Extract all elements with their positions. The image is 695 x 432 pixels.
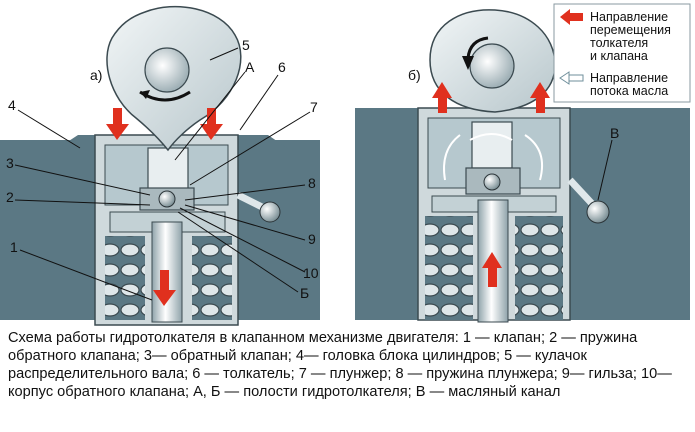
plunger-a — [147, 147, 189, 195]
label-V: В — [610, 125, 619, 141]
label-6: 6 — [278, 59, 286, 75]
rotation-arrow-b-head — [462, 56, 474, 70]
camshaft-hub-b — [469, 43, 515, 89]
label-10: 10 — [303, 265, 319, 281]
legend-oil-line-2: потока масла — [590, 84, 668, 98]
label-A: А — [245, 59, 255, 75]
label-9: 9 — [308, 231, 316, 247]
legend-motion-line-3: толкателя — [590, 36, 648, 50]
cylinder-head-a-top — [0, 135, 95, 320]
legend-oil-line-1: Направление — [590, 71, 668, 85]
legend-motion-line-4: и клапана — [590, 49, 648, 63]
view-b: б) В — [355, 9, 690, 323]
label-5: 5 — [242, 37, 250, 53]
figure-caption: Схема работы гидротолкателя в клапанном … — [8, 330, 672, 400]
oil-flow-arrows-b — [443, 133, 544, 181]
view-a-label: а) — [90, 67, 102, 83]
check-ball-a — [158, 190, 176, 208]
rotation-arrow-b — [466, 36, 489, 59]
view-a: а) 5 А 6 4 7 3 8 2 9 1 10 Б — [0, 5, 320, 326]
label-1: 1 — [10, 239, 18, 255]
legend-oil-arrow-icon — [559, 71, 584, 85]
motion-arrows-a — [106, 108, 223, 306]
spring-b-right — [515, 216, 563, 320]
rotation-arrow-a-head — [140, 90, 150, 99]
motion-arrows-b — [432, 82, 550, 287]
legend-motion-line-2: перемещения — [590, 23, 671, 37]
label-8: 8 — [308, 175, 316, 191]
leader-V — [597, 139, 613, 201]
legend-motion-line-1: Направление — [590, 10, 668, 24]
label-B: Б — [300, 285, 309, 301]
oil-channel-a-ball — [259, 201, 281, 223]
spring-b-left — [425, 216, 473, 320]
camshaft-hub-a — [144, 47, 190, 93]
plunger-b — [471, 121, 513, 169]
legend: Направление перемещения толкателя и клап… — [553, 3, 691, 103]
cylinder-head-a-top-right — [238, 135, 320, 320]
oil-channel-b-ball — [586, 200, 610, 224]
view-b-label: б) — [408, 67, 421, 83]
check-ball-b — [483, 173, 501, 191]
spring-a-left — [105, 236, 145, 320]
leader-lines-a — [14, 47, 311, 301]
label-7: 7 — [310, 99, 318, 115]
label-2: 2 — [6, 189, 14, 205]
label-3: 3 — [6, 155, 14, 171]
legend-motion-arrow-icon — [560, 9, 583, 25]
spring-a-right — [192, 236, 232, 320]
label-4: 4 — [8, 97, 16, 113]
